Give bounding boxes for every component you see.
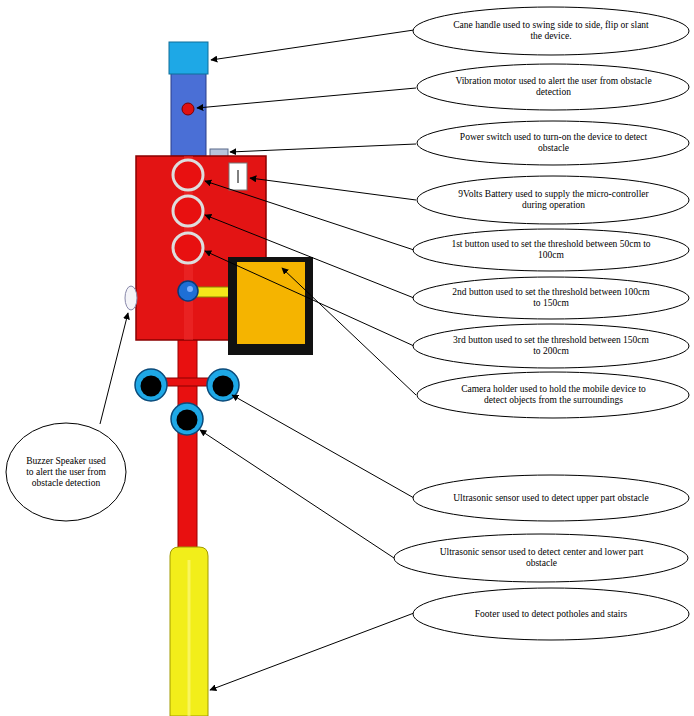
vibration-motor	[182, 103, 194, 115]
camera-arm	[196, 287, 230, 297]
threshold-buttons	[173, 160, 203, 263]
ellipse-shape	[417, 64, 689, 110]
ellipse-shape	[413, 324, 689, 368]
buzzer-speaker	[125, 286, 137, 310]
ellipse-shape	[417, 176, 689, 224]
callout-ellipse: Power switch used to turn-on the device …	[416, 120, 690, 166]
ultrasonic-sensors	[135, 369, 239, 435]
callout-text: Footer used to detect potholes and stair…	[451, 609, 651, 620]
sensor-lower	[171, 403, 203, 435]
camera-holder-frame	[228, 257, 313, 355]
button-3	[173, 233, 203, 263]
camera-holder	[237, 262, 305, 344]
callout-text: Ultrasonic sensor used to detect upper p…	[451, 493, 651, 504]
leader-line	[250, 178, 416, 200]
leader-line	[100, 313, 128, 424]
mount-knob	[178, 281, 198, 301]
battery	[229, 163, 247, 190]
callout-ellipse: Vibration motor used to alert the user f…	[416, 63, 690, 111]
leader-lines	[100, 30, 416, 690]
callout-ellipse: Footer used to detect potholes and stair…	[412, 587, 690, 641]
ellipse-shape	[413, 588, 689, 640]
callout-text: Vibration motor used to alert the user f…	[455, 76, 652, 98]
callout-ellipse: Ultrasonic sensor used to detect upper p…	[412, 474, 690, 522]
callout-text: Camera holder used to hold the mobile de…	[455, 384, 652, 406]
callout-text: Power switch used to turn-on the device …	[455, 132, 652, 154]
ellipse-shape	[413, 7, 689, 55]
callout-ellipse: 2nd button used to set the threshold bet…	[412, 276, 690, 320]
button-2	[173, 196, 203, 226]
ellipse-shape	[413, 229, 689, 271]
leader-line	[211, 30, 414, 60]
leader-line	[200, 430, 394, 558]
leader-line	[232, 395, 414, 498]
sensor-lower-core	[177, 410, 198, 431]
callout-text: Ultrasonic sensor used to detect center …	[435, 547, 648, 569]
mount-knob-highlight	[187, 286, 193, 292]
callout-text: 1st button used to set the threshold bet…	[451, 239, 651, 261]
leader-line	[230, 144, 416, 152]
callout-ellipse: 9Volts Battery used to supply the micro-…	[416, 175, 690, 225]
callout-text: Cane handle used to swing side to side, …	[451, 20, 651, 42]
callout-text: Buzzer Speaker used to alert the user fr…	[22, 456, 110, 489]
handle-grip	[171, 72, 206, 156]
cane-handle	[169, 42, 208, 74]
ellipse-shape	[413, 277, 689, 319]
ellipse-shape	[6, 423, 126, 521]
sensor-left-core	[141, 376, 162, 397]
ellipse-shape	[417, 372, 689, 418]
footer-highlight	[188, 560, 191, 716]
callout-ellipse: 1st button used to set the threshold bet…	[412, 228, 690, 272]
callout-ellipse: 3rd button used to set the threshold bet…	[412, 323, 690, 369]
button-1	[173, 160, 203, 190]
leader-line	[210, 613, 414, 690]
callout-text: 3rd button used to set the threshold bet…	[451, 335, 651, 357]
ellipse-shape	[413, 475, 689, 521]
leader-line	[205, 181, 414, 250]
sensor-left	[135, 369, 167, 401]
callout-ellipse: Buzzer Speaker used to alert the user fr…	[5, 422, 127, 522]
footer	[170, 547, 208, 716]
ellipse-shape	[394, 534, 688, 582]
leader-line	[205, 215, 414, 298]
callout-ellipse: Camera holder used to hold the mobile de…	[416, 371, 690, 419]
leader-line	[197, 88, 416, 108]
leader-line	[282, 268, 416, 395]
callout-ellipse: Ultrasonic sensor used to detect center …	[393, 533, 689, 583]
callout-text: 9Volts Battery used to supply the micro-…	[455, 189, 652, 211]
battery-mark	[238, 170, 239, 183]
callout-text: 2nd button used to set the threshold bet…	[451, 287, 651, 309]
sensor-right-core	[213, 376, 234, 397]
leader-line	[205, 251, 414, 346]
ellipse-shape	[417, 121, 689, 165]
callout-ellipse: Cane handle used to swing side to side, …	[412, 6, 690, 56]
